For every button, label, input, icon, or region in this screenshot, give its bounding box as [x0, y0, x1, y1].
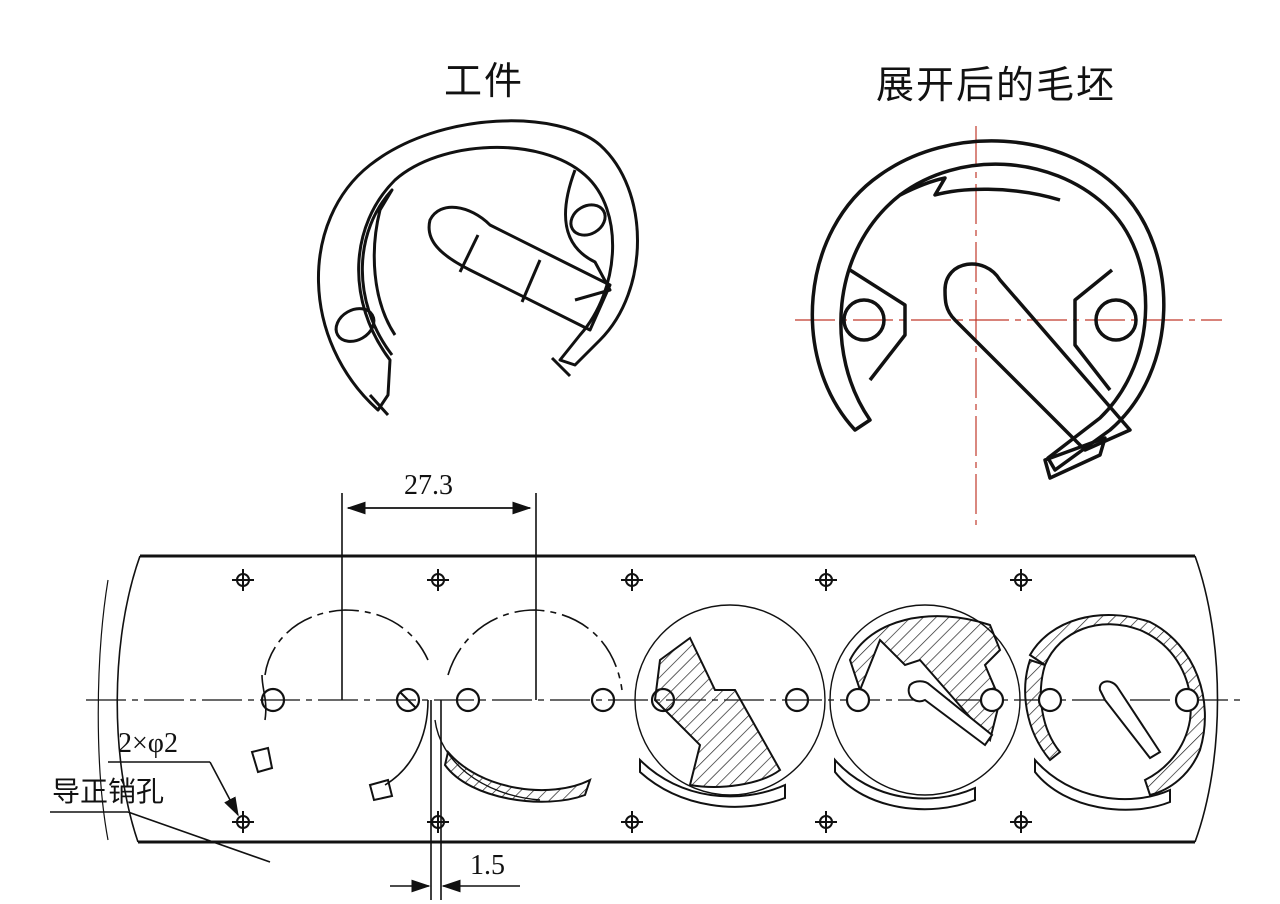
pin-spec-label: 2×φ2	[118, 728, 178, 759]
pitch-dimension	[341, 493, 537, 700]
blank-drawing	[795, 126, 1222, 525]
station-2	[434, 609, 623, 803]
pin-leader	[50, 761, 271, 863]
gap-dimension	[390, 700, 520, 900]
pitch-dimension-label: 27.3	[404, 470, 453, 501]
pilot-holes	[232, 569, 1032, 833]
gap-dimension-label: 1.5	[470, 850, 505, 881]
pin-name-label: 导正销孔	[52, 775, 165, 808]
strip-layout	[50, 493, 1240, 900]
station-4	[829, 604, 1021, 811]
workpiece-drawing	[317, 119, 639, 417]
station-1	[250, 609, 429, 802]
workpiece-title: 工件	[444, 59, 525, 103]
station-3	[634, 604, 826, 808]
blank-title: 展开后的毛坯	[876, 63, 1117, 107]
station-5	[1024, 614, 1206, 811]
